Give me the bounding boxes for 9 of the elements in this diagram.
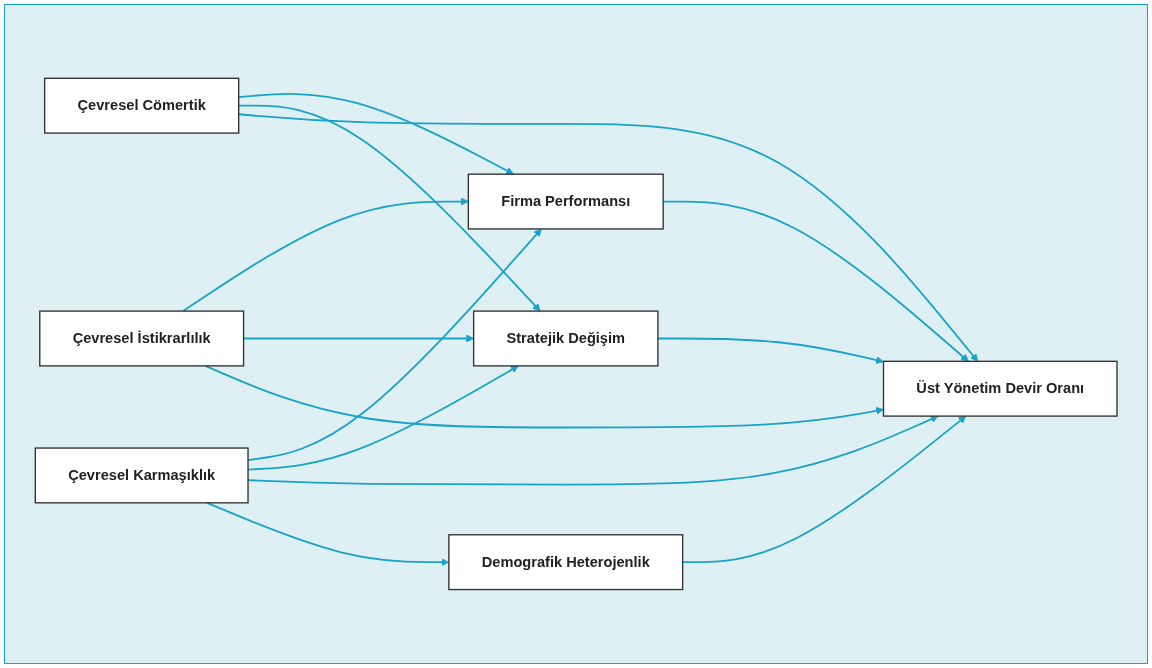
- node-box: Çevresel İstikrarlılık: [38, 310, 245, 367]
- node-box: Demografik Heterojenlik: [448, 534, 684, 591]
- node-box: Üst Yönetim Devir Oranı: [882, 360, 1118, 417]
- node-box: Stratejik Değişim: [472, 310, 659, 367]
- node-box: Firma Performansı: [467, 173, 664, 230]
- arrow: [181, 197, 469, 313]
- node-box: Çevresel Karmaşıklık: [34, 447, 249, 504]
- arrow: [204, 365, 884, 429]
- node-box: Çevresel Cömertik: [43, 77, 240, 134]
